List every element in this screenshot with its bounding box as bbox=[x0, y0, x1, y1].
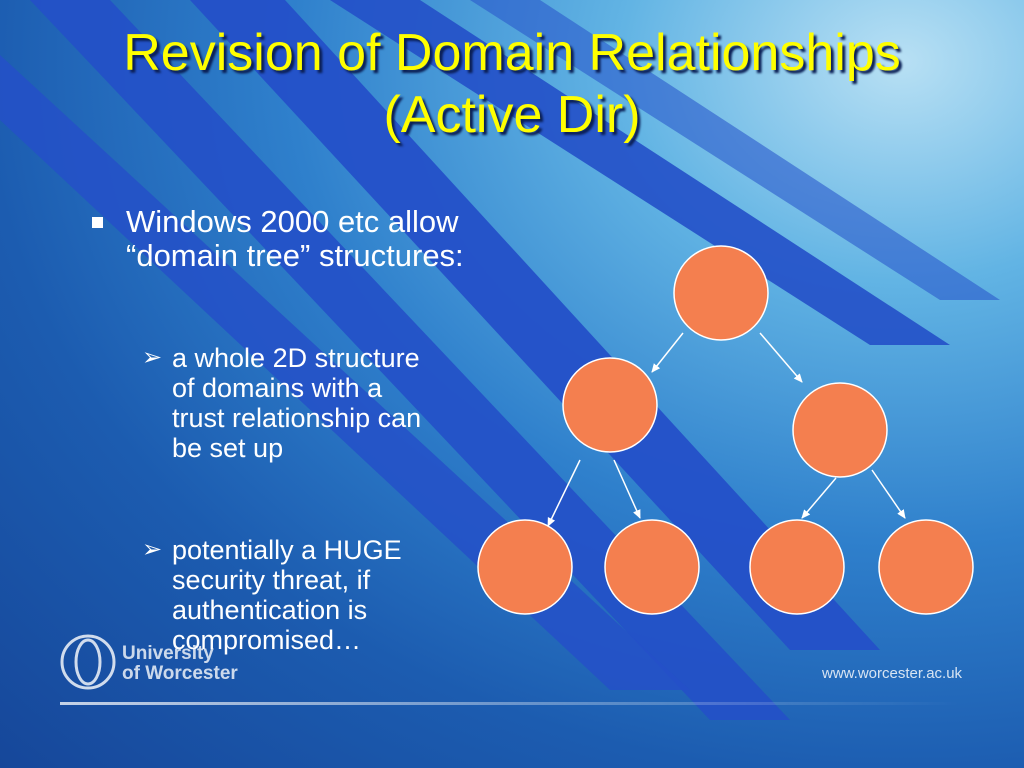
domain-node-right-right bbox=[878, 519, 974, 615]
stripe-2 bbox=[30, 0, 790, 720]
stripe-5 bbox=[470, 0, 1000, 300]
sub-bullet-text: a whole 2D structure of domains with a t… bbox=[172, 343, 422, 463]
sub-bullet-text: potentially a HUGE security threat, if a… bbox=[172, 535, 402, 655]
arrow-root-right bbox=[759, 332, 803, 383]
stripe-1 bbox=[190, 0, 880, 650]
logo-line-2: of Worcester bbox=[122, 663, 238, 684]
arrow-bullet-icon: ➢ bbox=[142, 536, 163, 563]
bullet-square-icon bbox=[92, 217, 103, 228]
arrow-left-leftleft bbox=[547, 459, 581, 527]
website-url: www.worcester.ac.uk bbox=[822, 665, 963, 682]
arrow-root-left bbox=[651, 332, 684, 373]
arrow-right-rightleft bbox=[801, 477, 837, 519]
arrow-right-rightright bbox=[871, 469, 906, 519]
domain-node-left-left bbox=[477, 519, 573, 615]
slide-title: Revision of Domain Relationships (Active… bbox=[123, 24, 901, 144]
university-emblem-icon bbox=[60, 634, 116, 690]
domain-node-left-right bbox=[604, 519, 700, 615]
bullet-text: Windows 2000 etc allow “domain tree” str… bbox=[126, 204, 464, 273]
domain-node-right-left bbox=[749, 519, 845, 615]
stripe-3 bbox=[330, 0, 950, 345]
logo-line-1: University bbox=[122, 643, 214, 664]
domain-node-right bbox=[792, 382, 888, 478]
domain-node-left bbox=[562, 357, 658, 453]
footer-divider bbox=[60, 702, 960, 705]
domain-node-root bbox=[673, 245, 769, 341]
arrow-bullet-icon: ➢ bbox=[142, 344, 163, 371]
arrow-left-leftright bbox=[613, 459, 641, 519]
